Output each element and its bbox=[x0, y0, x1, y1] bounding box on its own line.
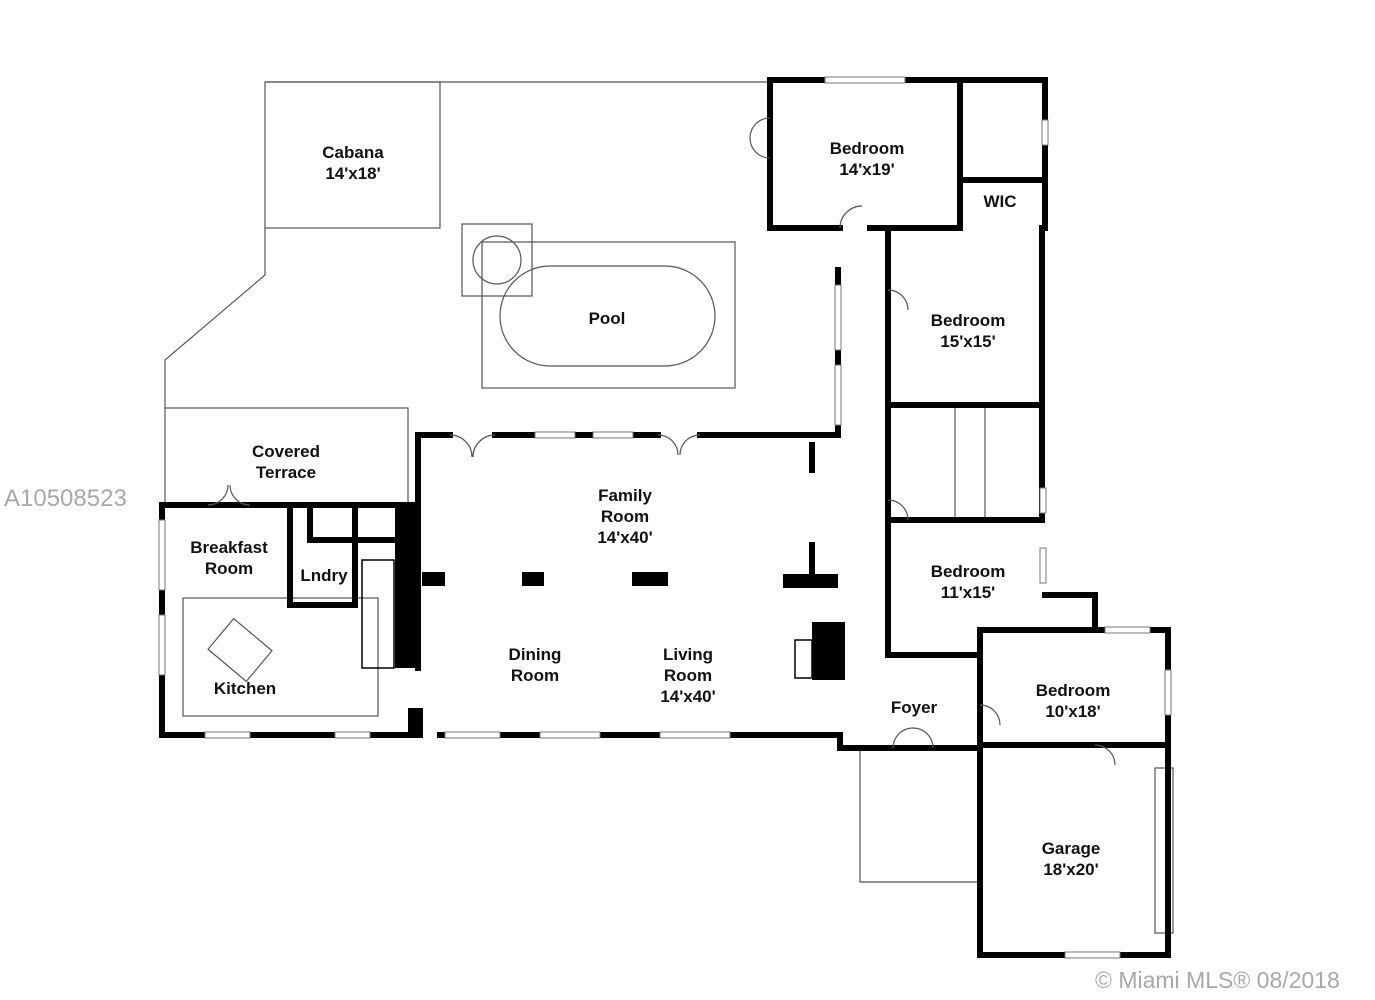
bedroom2-size: 15'x15' bbox=[940, 332, 995, 351]
cabana-outline bbox=[264, 81, 441, 229]
listing-id-watermark: A10508523 bbox=[4, 485, 127, 512]
living-room-label-2: Room bbox=[664, 666, 712, 685]
copyright-watermark: © Miami MLS® 08/2018 bbox=[1095, 967, 1340, 993]
column bbox=[408, 708, 423, 736]
pool-outline bbox=[499, 265, 716, 367]
spa-outline bbox=[461, 223, 533, 297]
master-bedroom-label: Bedroom bbox=[830, 139, 905, 158]
spa-circle bbox=[472, 235, 522, 285]
master-bedroom-size: 14'x19' bbox=[839, 160, 894, 179]
covered-terrace-label-2: Terrace bbox=[256, 463, 316, 482]
family-room-label-1: Family bbox=[598, 486, 652, 505]
living-room-size: 14'x40' bbox=[660, 687, 715, 706]
garage-door bbox=[1154, 767, 1174, 934]
family-room-label-2: Room bbox=[601, 507, 649, 526]
bedroom3-label: Bedroom bbox=[931, 562, 1006, 581]
stair-wall bbox=[395, 505, 420, 668]
outdoor-outlines bbox=[164, 81, 1174, 934]
fireplace bbox=[812, 622, 845, 680]
garage-size: 18'x20' bbox=[1043, 860, 1098, 879]
cabana-label: Cabana bbox=[322, 143, 384, 162]
kitchen-label: Kitchen bbox=[214, 679, 276, 698]
garage-label: Garage bbox=[1042, 839, 1101, 858]
bedroom4-size: 10'x18' bbox=[1045, 702, 1100, 721]
kitchen-island bbox=[207, 617, 273, 683]
covered-terrace-label-1: Covered bbox=[252, 442, 320, 461]
master-bath-tub bbox=[954, 404, 986, 521]
bedroom2-label: Bedroom bbox=[931, 311, 1006, 330]
bedroom3-size: 11'x15' bbox=[941, 583, 995, 602]
room-labels: Cabana 14'x18' Pool Bedroom 14'x19' WIC … bbox=[190, 139, 1110, 879]
breakfast-room-label-1: Breakfast bbox=[190, 538, 268, 557]
breakfast-room-label-2: Room bbox=[205, 559, 253, 578]
cabana-size: 14'x18' bbox=[325, 164, 380, 183]
laundry-label: Lndry bbox=[300, 566, 348, 585]
walls bbox=[159, 77, 1171, 958]
hearth bbox=[794, 639, 813, 679]
dining-room-label-1: Dining bbox=[509, 645, 562, 664]
column bbox=[422, 572, 445, 586]
staircase bbox=[361, 559, 395, 669]
column bbox=[522, 572, 544, 586]
family-room-size: 14'x40' bbox=[597, 528, 652, 547]
bedroom4-label: Bedroom bbox=[1036, 681, 1111, 700]
living-room-label-1: Living bbox=[663, 645, 713, 664]
pool-label: Pool bbox=[589, 309, 626, 328]
column bbox=[783, 574, 838, 588]
solid-blocks bbox=[361, 505, 845, 736]
foyer-label: Foyer bbox=[891, 698, 938, 717]
windows bbox=[158, 76, 1172, 959]
column bbox=[632, 572, 668, 586]
wic-label: WIC bbox=[983, 192, 1016, 211]
kitchen-counter bbox=[182, 597, 379, 717]
dining-room-label-2: Room bbox=[511, 666, 559, 685]
doors bbox=[207, 117, 1116, 766]
pool-deck bbox=[481, 241, 736, 389]
